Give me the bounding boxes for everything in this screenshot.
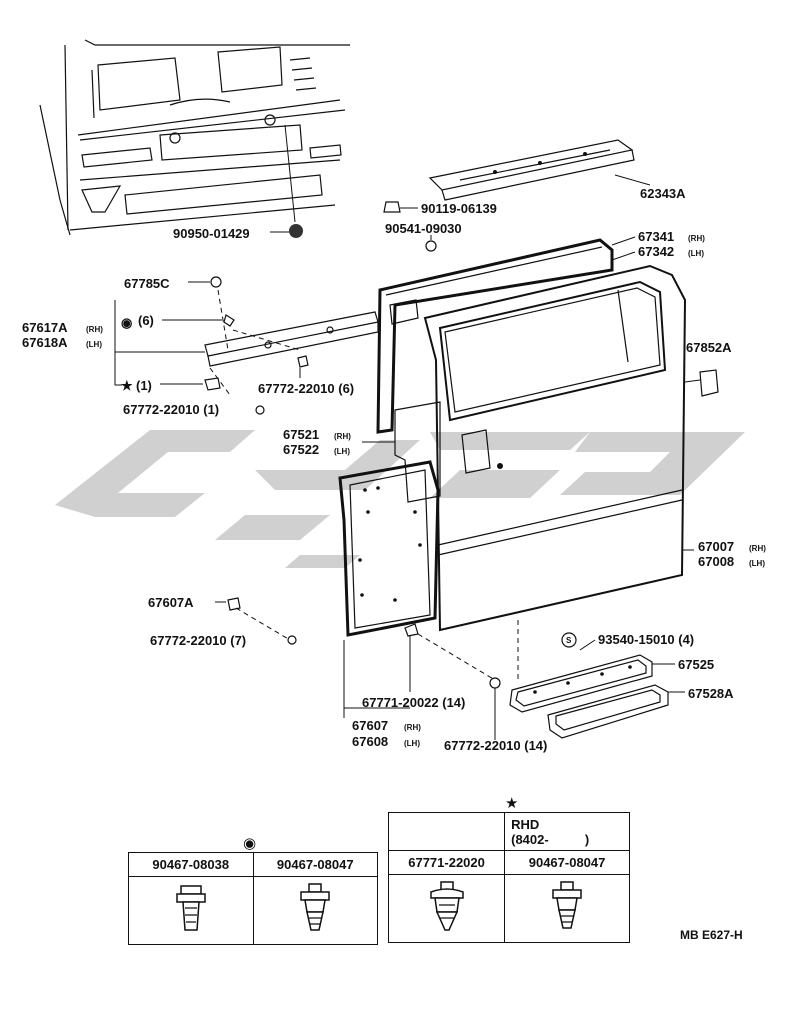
label-67522: 67522 [283, 442, 319, 457]
watermark-logo [55, 430, 745, 568]
label-67772-1: 67772-22010 (1) [123, 402, 219, 417]
label-67008: 67008 [698, 554, 734, 569]
clip-icon [552, 881, 582, 929]
clip-cell [387, 874, 506, 943]
clip-table-right-blank [387, 812, 506, 851]
label-67341: 67341 [638, 229, 674, 244]
clip-cell [128, 876, 254, 945]
label-qty-1: (1) [136, 378, 152, 393]
label-67785C: 67785C [124, 276, 170, 291]
label-67522-side: (LH) [334, 447, 350, 456]
label-67608-side: (LH) [404, 739, 420, 748]
door-panel-icon [423, 264, 701, 632]
label-67607: 67607 [352, 718, 388, 733]
roller-rail [428, 139, 651, 201]
handle-cover [699, 369, 719, 397]
label-67007-side: (RH) [749, 544, 766, 553]
label-62343A: 62343A [640, 186, 686, 201]
label-67525: 67525 [678, 657, 714, 672]
bolt-icon [383, 201, 437, 252]
door-trim-board [338, 460, 440, 718]
clip-table-left: 90467-08038 90467-08047 [128, 852, 378, 945]
step-garnish [509, 620, 685, 739]
clip-table-right: RHD (8402- ) 67771-22020 90467-08047 [387, 812, 630, 943]
body-panel [39, 39, 350, 238]
hole-cover [362, 401, 441, 503]
label-67007: 67007 [698, 539, 734, 554]
s-mark-circle [561, 632, 577, 648]
circle-mark-6: ◉ [121, 315, 132, 330]
label-67608: 67608 [352, 734, 388, 749]
label-93540: 93540-15010 (4) [598, 632, 694, 647]
label-67008-side: (LH) [749, 559, 765, 568]
rhd-line1: RHD [511, 816, 540, 832]
label-67617A-side: (RH) [86, 325, 103, 334]
star-mark-1: ★ [121, 378, 133, 393]
label-67342-side: (LH) [688, 249, 704, 258]
label-67618A: 67618A [22, 335, 68, 350]
clip-cell [504, 874, 630, 943]
label-67342: 67342 [638, 244, 674, 259]
clip-table-left-col1: 90467-08038 [128, 852, 254, 877]
clip-icon [429, 881, 464, 931]
label-90541: 90541-09030 [385, 221, 462, 236]
s-mark: S [566, 636, 572, 645]
door-weatherstrip [376, 236, 636, 434]
label-67772-6: 67772-22010 (6) [258, 381, 354, 396]
label-67607-side: (RH) [404, 723, 421, 732]
label-67772-7: 67772-22010 (7) [150, 633, 246, 648]
drawing-code: MB E627-H [680, 928, 743, 942]
trim-bracket [114, 289, 419, 396]
label-67521-side: (RH) [334, 432, 351, 441]
label-67771: 67771-20022 (14) [362, 695, 465, 710]
label-67607A: 67607A [148, 595, 194, 610]
label-67528A: 67528A [688, 686, 734, 701]
rhd-note: RHD (8402- ) [504, 812, 630, 851]
label-90119: 90119-06139 [421, 201, 497, 216]
clip-cell [252, 876, 378, 945]
circle-mark-table: ◉ [243, 834, 257, 852]
clip-icon [160, 276, 501, 740]
rhd-line2: (8402- ) [511, 831, 590, 847]
label-90950: 90950-01429 [173, 226, 250, 241]
clip-icon [176, 885, 206, 931]
clip-table-left-col2: 90467-08047 [252, 852, 378, 877]
label-67521: 67521 [283, 427, 319, 442]
label-67341-side: (RH) [688, 234, 705, 243]
label-67852A: 67852A [686, 340, 732, 355]
star-mark-table: ★ [505, 794, 519, 812]
label-67618A-side: (LH) [86, 340, 102, 349]
label-67617A: 67617A [22, 320, 68, 335]
clip-icon [300, 883, 330, 931]
clip-table-right-col2: 90467-08047 [504, 850, 630, 875]
label-67772-14: 67772-22010 (14) [444, 738, 547, 753]
label-qty-6: (6) [138, 313, 154, 328]
clip-table-right-col1: 67771-22020 [387, 850, 506, 875]
